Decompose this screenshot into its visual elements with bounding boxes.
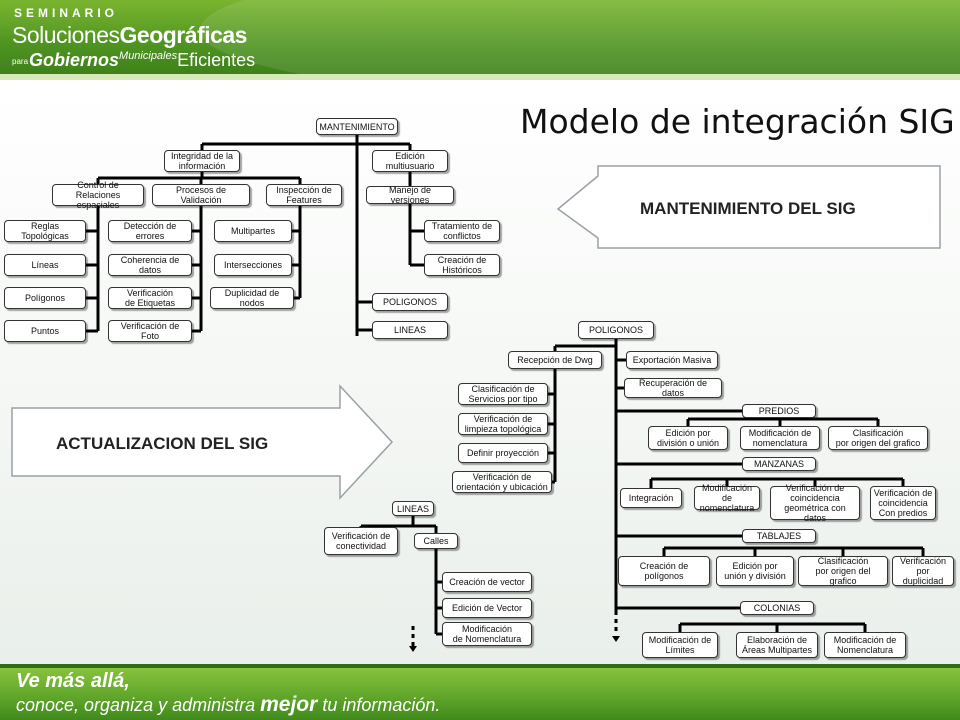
node-poligonos-act: POLIGONOS bbox=[578, 321, 654, 339]
node-control-relaciones: Control de Relaciones espaciales bbox=[52, 180, 144, 210]
header-municipales: Municipales bbox=[119, 50, 178, 62]
node-edicion-union: Edición por unión y división bbox=[716, 556, 794, 586]
slide-title: Modelo de integración SIG bbox=[520, 102, 955, 141]
slide-header: SEMINARIO SolucionesGeográficas paraGobi… bbox=[0, 0, 960, 80]
node-modificacion-nomenclatura-p: Modificación de nomenclatura bbox=[740, 426, 820, 450]
node-reglas-topologicas: Reglas Topológicas bbox=[4, 220, 86, 242]
callout-arrows bbox=[11, 165, 941, 500]
node-poligonos-mant: POLIGONOS bbox=[372, 293, 448, 311]
node-creacion-poligonos: Creación de polígonos bbox=[618, 556, 710, 586]
node-manzanas: MANZANAS bbox=[742, 457, 816, 471]
header-para: para bbox=[12, 57, 29, 67]
node-verificacion-conectividad: Verificación de conectividad bbox=[324, 527, 398, 555]
node-definir-proyeccion: Definir proyección bbox=[458, 443, 548, 463]
node-recuperacion-datos: Recuperación de datos bbox=[624, 378, 722, 398]
footer-band bbox=[0, 664, 960, 668]
node-poligonos: Polígonos bbox=[4, 287, 86, 309]
footer-tagline: conoce, organiza y administra mejor tu i… bbox=[16, 693, 440, 717]
node-clasificacion-origen-t: Clasificación por origen del grafico bbox=[798, 556, 888, 586]
node-creacion-vector: Creación de vector bbox=[442, 572, 532, 592]
node-verificacion-duplicidad: Verificación por duplicidad bbox=[892, 556, 954, 586]
node-tratamiento-conflictos: Tratamiento de conflictos bbox=[424, 220, 500, 242]
header-seminario: SEMINARIO bbox=[14, 6, 119, 20]
header-band bbox=[0, 74, 960, 80]
node-verificacion-foto: Verificación de Foto bbox=[108, 320, 192, 342]
node-clasificacion-servicios: Clasificación de Servicios por tipo bbox=[458, 383, 548, 405]
node-verificacion-etiquetas: Verificación de Etiquetas bbox=[108, 287, 192, 309]
node-intersecciones: Intersecciones bbox=[214, 254, 292, 276]
node-procesos-validacion: Procesos de Validación bbox=[152, 184, 250, 206]
header-subline: paraGobiernosMunicipalesEficientes bbox=[12, 50, 255, 71]
header-gobiernos: Gobiernos bbox=[29, 50, 120, 70]
connector-lines bbox=[11, 135, 941, 652]
footer-tagline-a: conoce, organiza y administra bbox=[16, 695, 261, 715]
node-lineas-mant: LINEAS bbox=[372, 321, 448, 339]
footer-slogan: Ve más allá, bbox=[16, 670, 130, 692]
node-exportacion-masiva: Exportación Masiva bbox=[626, 351, 718, 369]
node-integracion: Integración bbox=[620, 488, 682, 508]
node-lineas-act: LINEAS bbox=[392, 501, 434, 516]
callout-actualizacion: ACTUALIZACION DEL SIG bbox=[56, 434, 269, 453]
node-multipartes: Multipartes bbox=[214, 220, 292, 242]
node-modificacion-nomenclatura-c: Modificación de Nomenclatura bbox=[824, 632, 906, 658]
node-edicion-multiusuario: Edición multiusuario bbox=[372, 150, 448, 172]
arrowhead-down bbox=[409, 646, 417, 652]
footer-tagline-mejor: mejor bbox=[260, 693, 318, 716]
slide-footer: Ve más allá, conoce, organiza y administ… bbox=[0, 664, 960, 720]
footer-tagline-c: tu información. bbox=[317, 695, 441, 715]
node-modificacion-limites: Modificación de Límites bbox=[642, 632, 718, 658]
node-lineas: Líneas bbox=[4, 254, 86, 276]
node-clasificacion-origen-p: Clasificación por origen del grafico bbox=[828, 426, 928, 450]
node-verificacion-coincidencia-geo: Verificación de coincidencia geométrica … bbox=[770, 483, 860, 523]
node-colonias: COLONIAS bbox=[740, 601, 814, 615]
node-verificacion-orientacion: Verificación de orientación y ubicación bbox=[452, 471, 552, 493]
node-creacion-historicos: Creación de Históricos bbox=[424, 254, 500, 276]
node-calles: Calles bbox=[414, 533, 458, 549]
node-manejo-versiones: Manejo de versiones bbox=[366, 185, 454, 205]
header-eficientes: Eficientes bbox=[177, 50, 256, 70]
node-puntos: Puntos bbox=[4, 320, 86, 342]
node-modificacion-nomenclatura-m: Modificación de nomenclatura bbox=[694, 483, 760, 513]
node-verificacion-limpieza: Verificación de limpieza topológica bbox=[458, 413, 548, 435]
header-brand-line: SolucionesGeográficas bbox=[12, 22, 247, 49]
node-duplicidad-nodos: Duplicidad de nodos bbox=[210, 287, 294, 309]
header-geograficas: Geográficas bbox=[119, 22, 248, 48]
node-inspeccion-features: Inspección de Features bbox=[266, 184, 342, 206]
diagram-arrowheads bbox=[409, 636, 620, 652]
node-coherencia-datos: Coherencia de datos bbox=[108, 254, 192, 276]
node-elaboracion-areas: Elaboración de Áreas Multipartes bbox=[736, 632, 818, 658]
diagram-connectors bbox=[86, 135, 925, 646]
arrow-actualizacion bbox=[11, 384, 394, 500]
node-edicion-vector: Edición de Vector bbox=[442, 598, 532, 618]
callout-mantenimiento: MANTENIMIENTO DEL SIG bbox=[640, 199, 856, 218]
arrowhead-down bbox=[612, 636, 620, 642]
arrow-mantenimiento bbox=[556, 165, 941, 249]
node-verificacion-coincidencia-predios: Verificación de coincidencia Con predios bbox=[870, 486, 936, 520]
node-deteccion-errores: Detección de errores bbox=[108, 220, 192, 242]
node-modificacion-nomenclatura-l: Modificación de Nomenclatura bbox=[442, 622, 532, 646]
node-tablajes: TABLAJES bbox=[742, 529, 816, 543]
node-mantenimiento: MANTENIMIENTO bbox=[316, 118, 398, 135]
node-recepcion-dwg: Recepción de Dwg bbox=[508, 351, 602, 369]
node-predios: PREDIOS bbox=[742, 404, 816, 418]
node-integridad: Integridad de la información bbox=[164, 150, 240, 172]
header-soluciones: Soluciones bbox=[12, 22, 120, 48]
header-swoosh bbox=[200, 0, 960, 80]
node-edicion-division: Edición por división o unión bbox=[648, 426, 728, 450]
